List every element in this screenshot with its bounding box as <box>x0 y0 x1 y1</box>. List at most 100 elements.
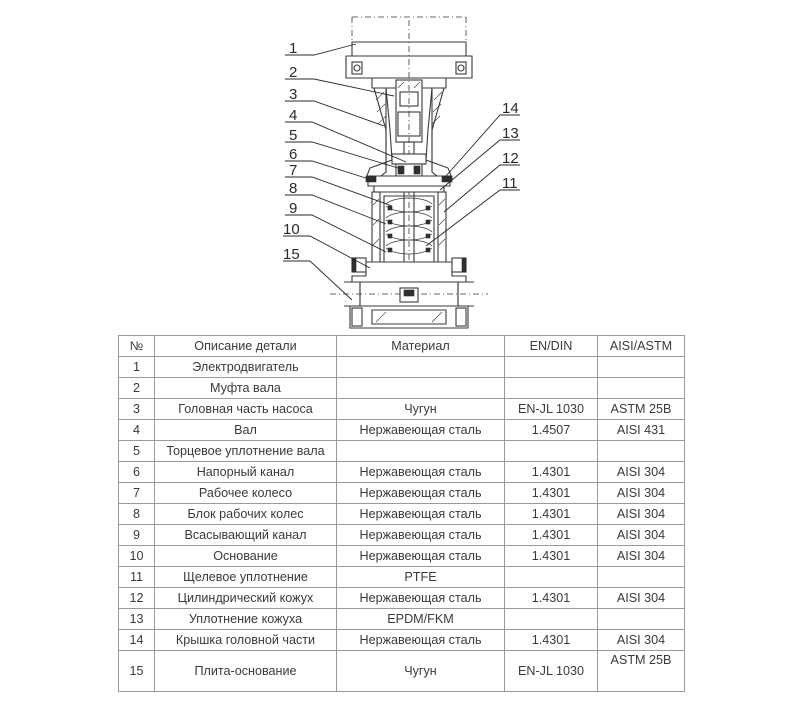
callout-14: 14 <box>502 100 519 117</box>
base-plate <box>349 305 469 329</box>
cell-en-din <box>504 440 598 462</box>
cell-description: Цилиндрический кожух <box>154 587 337 609</box>
cell-description: Напорный канал <box>154 461 337 483</box>
header-number: № <box>118 335 155 357</box>
cell-aisi-astm: AISI 304 <box>597 503 685 525</box>
cell-aisi-astm <box>597 566 685 588</box>
parts-table: № Описание детали Материал EN/DIN AISI/A… <box>118 335 685 692</box>
cell-number: 12 <box>118 587 155 609</box>
cell-number: 11 <box>118 566 155 588</box>
cell-material: Нержавеющая сталь <box>336 419 505 441</box>
cell-material: Нержавеющая сталь <box>336 587 505 609</box>
callout-8: 8 <box>289 180 297 197</box>
cell-description: Блок рабочих колес <box>154 503 337 525</box>
cell-description: Плита-основание <box>154 650 337 692</box>
header-material: Материал <box>336 335 505 357</box>
cell-material <box>336 356 505 378</box>
header-en-din: EN/DIN <box>504 335 598 357</box>
cell-description: Муфта вала <box>154 377 337 399</box>
cell-aisi-astm: AISI 304 <box>597 482 685 504</box>
cell-description: Крышка головной части <box>154 629 337 651</box>
cell-en-din: 1.4301 <box>504 587 598 609</box>
cell-description: Рабочее колесо <box>154 482 337 504</box>
cell-aisi-astm <box>597 608 685 630</box>
cell-number: 10 <box>118 545 155 567</box>
cell-aisi-astm: ASTM 25B <box>597 398 685 420</box>
cell-aisi-astm: AISI 431 <box>597 419 685 441</box>
cell-aisi-astm <box>597 377 685 399</box>
cell-material: Чугун <box>336 398 505 420</box>
cell-aisi-astm: AISI 304 <box>597 545 685 567</box>
callout-10: 10 <box>283 221 300 238</box>
cell-description: Щелевое уплотнение <box>154 566 337 588</box>
cell-material: Чугун <box>336 650 505 692</box>
callout-4: 4 <box>289 107 297 124</box>
cell-description: Уплотнение кожуха <box>154 608 337 630</box>
cell-aisi-astm: AISI 304 <box>597 524 685 546</box>
cell-number: 9 <box>118 524 155 546</box>
cell-en-din: EN-JL 1030 <box>504 650 598 692</box>
cell-en-din <box>504 566 598 588</box>
callout-7: 7 <box>289 162 297 179</box>
cell-en-din: 1.4301 <box>504 503 598 525</box>
cell-material: Нержавеющая сталь <box>336 482 505 504</box>
callout-leaders <box>283 43 520 301</box>
callout-6: 6 <box>289 146 297 163</box>
cell-number: 13 <box>118 608 155 630</box>
pump-base <box>330 257 488 307</box>
cell-number: 2 <box>118 377 155 399</box>
cell-en-din <box>504 377 598 399</box>
callout-15: 15 <box>283 246 300 263</box>
cell-en-din: 1.4301 <box>504 461 598 483</box>
cell-en-din: EN-JL 1030 <box>504 398 598 420</box>
cell-number: 4 <box>118 419 155 441</box>
cell-material: EPDM/FKM <box>336 608 505 630</box>
cell-description: Торцевое уплотнение вала <box>154 440 337 462</box>
cell-number: 1 <box>118 356 155 378</box>
cell-description: Основание <box>154 545 337 567</box>
callout-11: 11 <box>502 175 518 192</box>
cell-aisi-astm: AISI 304 <box>597 461 685 483</box>
cell-aisi-astm <box>597 440 685 462</box>
cell-aisi-astm: ASTM 25B <box>597 650 685 692</box>
cell-description: Вал <box>154 419 337 441</box>
cell-description: Головная часть насоса <box>154 398 337 420</box>
cell-material: Нержавеющая сталь <box>336 461 505 483</box>
callout-labels: 1 2 3 4 5 6 7 8 9 10 15 14 13 12 11 <box>283 40 519 263</box>
cell-aisi-astm <box>597 356 685 378</box>
callout-9: 9 <box>289 200 297 217</box>
cell-number: 15 <box>118 650 155 692</box>
header-description: Описание детали <box>154 335 337 357</box>
callout-12: 12 <box>502 150 519 167</box>
cell-material <box>336 440 505 462</box>
cell-en-din: 1.4301 <box>504 524 598 546</box>
cell-material: PTFE <box>336 566 505 588</box>
callout-2: 2 <box>289 64 297 81</box>
cell-number: 3 <box>118 398 155 420</box>
cell-en-din: 1.4507 <box>504 419 598 441</box>
motor-flange <box>345 55 473 89</box>
cell-en-din: 1.4301 <box>504 629 598 651</box>
callout-3: 3 <box>289 86 297 103</box>
cell-en-din: 1.4301 <box>504 482 598 504</box>
cell-number: 8 <box>118 503 155 525</box>
cell-material: Нержавеющая сталь <box>336 545 505 567</box>
cell-number: 6 <box>118 461 155 483</box>
cell-aisi-astm: AISI 304 <box>597 629 685 651</box>
head-cover <box>365 175 453 193</box>
cell-number: 14 <box>118 629 155 651</box>
cell-en-din: 1.4301 <box>504 545 598 567</box>
cell-material: Нержавеющая сталь <box>336 524 505 546</box>
callout-5: 5 <box>289 127 297 144</box>
cell-number: 7 <box>118 482 155 504</box>
